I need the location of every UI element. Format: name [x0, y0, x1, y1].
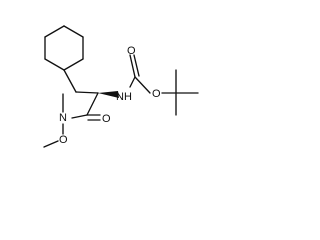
carbamate-carbonyl-double-bond — [129, 54, 136, 78]
carbamate-carbonyl-oxygen-label: O — [127, 45, 136, 57]
amide-nitrogen-label: N — [59, 112, 67, 124]
stereo-wedge-bond — [98, 91, 119, 98]
atom-labels: NH O O O N O — [59, 45, 161, 146]
amide-carbonyl-oxygen-label: O — [102, 113, 111, 125]
ring-bond — [44, 25, 65, 38]
nh-atom-label: NH — [116, 91, 132, 103]
carbamate-c-to-ester-o-bond — [134, 76, 151, 94]
ring-bond — [63, 25, 84, 38]
methoxy-methyl-bond — [43, 140, 59, 148]
nh-to-carbamate-carbon-bond — [129, 76, 136, 88]
methoxy-oxygen-label: O — [59, 134, 68, 146]
ring-bond — [63, 58, 84, 71]
alpha-carbon-to-carbonyl-bond — [86, 92, 99, 116]
carbamate-carbonyl-double-bond-inner — [133, 54, 140, 77]
molecule-structure: NH O O O N O — [43, 25, 199, 148]
ch2-to-alpha-carbon-bond — [75, 91, 99, 94]
carbonyl-to-amide-n-bond — [71, 114, 88, 119]
ring-to-ch2-bond — [63, 69, 77, 93]
cyclohexyl-ring — [44, 25, 84, 71]
ester-oxygen-label: O — [152, 88, 161, 100]
ring-bond — [44, 58, 65, 71]
